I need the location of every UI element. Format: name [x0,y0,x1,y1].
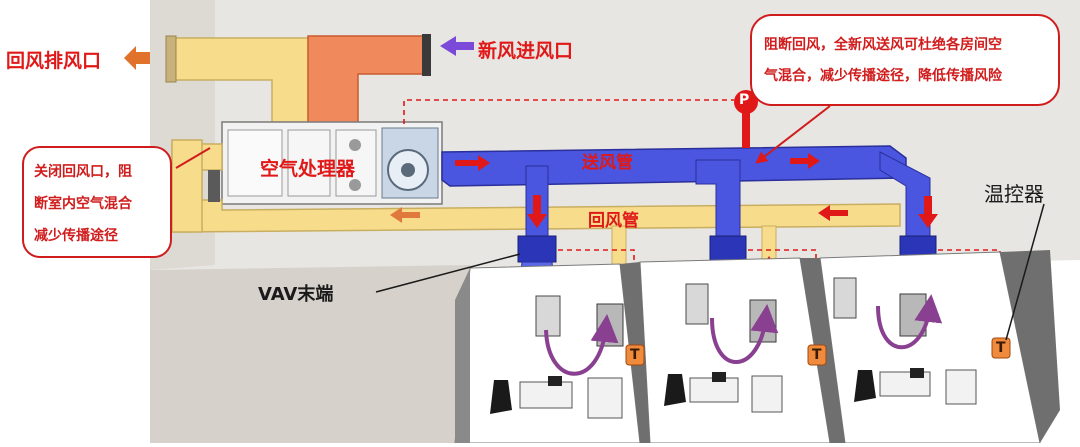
thermostat-label: 温控器 [984,182,1044,206]
return-duct-label: 回风管 [588,211,639,231]
ahu-label: 空气处理器 [260,158,356,180]
air-handling-unit [221,121,443,205]
sensor-letter: T [996,340,1006,356]
furniture [490,368,977,419]
sensor-letter: T [812,347,822,363]
left-callout-line: 断室内空气混合 [34,196,132,212]
right-callout: 阻断回风，全新风送风可杜绝各房间空 气混合，减少传播途径，降低传播风险 [750,14,1060,106]
supply-duct-label: 送风管 [582,153,633,173]
sensor-letter: T [630,347,640,363]
room-airflow [544,294,943,376]
pressure-sensor-letter: P [739,92,750,108]
right-callout-line: 气混合，减少传播途径，降低传播风险 [764,68,1002,84]
callout-pointers [175,105,831,169]
left-callout-line: 关闭回风口，阻 [34,164,132,180]
return-exhaust-label: 回风排风口 [6,50,102,72]
pressure-sensor [734,90,758,148]
left-callout-line: 减少传播途径 [34,228,118,244]
left-callout: 关闭回风口，阻 断室内空气混合 减少传播途径 [22,146,172,258]
vav-terminal-label: VAV末端 [258,284,334,305]
right-callout-line: 阻断回风，全新风送风可杜绝各房间空 [764,37,1002,53]
fresh-air-inlet-label: 新风进风口 [478,40,574,62]
thermostat-sensors [625,337,1011,366]
leader-lines [375,203,1045,341]
